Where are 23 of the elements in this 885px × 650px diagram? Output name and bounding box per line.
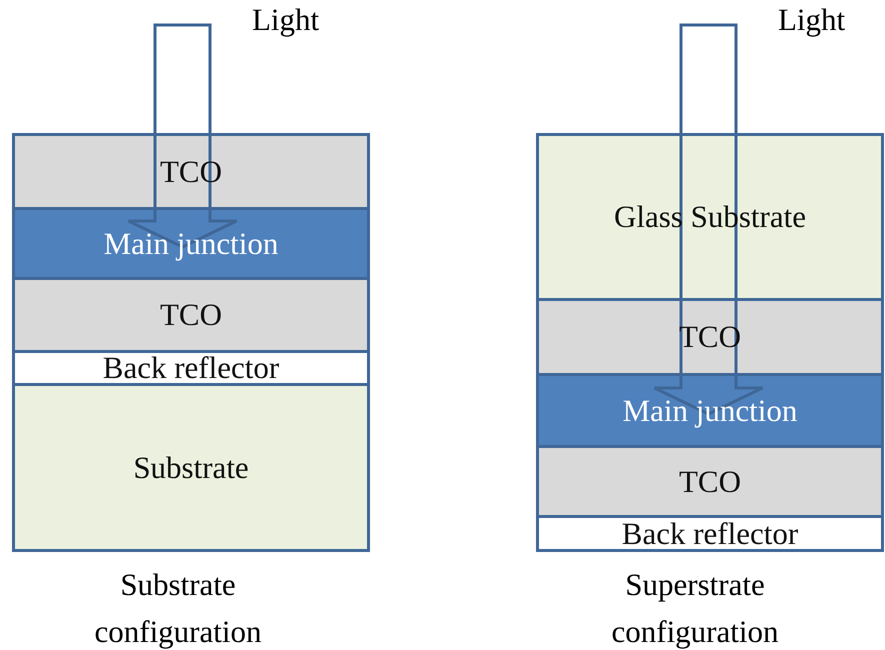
junction-layer xyxy=(12,207,370,280)
caption: Superstrate configuration xyxy=(610,566,780,650)
layer-label: Main junction xyxy=(622,392,798,430)
layer-label: Substrate xyxy=(133,448,249,487)
junction-layer xyxy=(536,373,884,448)
substrate-layer xyxy=(12,383,370,552)
block-arrow xyxy=(127,24,238,249)
tco-layer xyxy=(12,133,370,210)
light-label: Light xyxy=(252,2,320,38)
layer-label: Main junction xyxy=(104,224,278,263)
glass-layer xyxy=(536,133,884,301)
layer-label: TCO xyxy=(160,296,222,334)
layer-label: Back reflector xyxy=(102,349,280,388)
light-label: Light xyxy=(778,2,846,38)
tco-layer xyxy=(12,277,370,353)
reflector-layer xyxy=(536,515,884,552)
layer-label: Back reflector xyxy=(622,514,798,553)
caption: Substrate configuration xyxy=(93,566,262,650)
block-arrow xyxy=(653,24,764,416)
tco-layer xyxy=(536,445,884,518)
tco-layer xyxy=(536,298,884,376)
reflector-layer xyxy=(12,350,370,386)
layer-label: TCO xyxy=(679,462,741,501)
